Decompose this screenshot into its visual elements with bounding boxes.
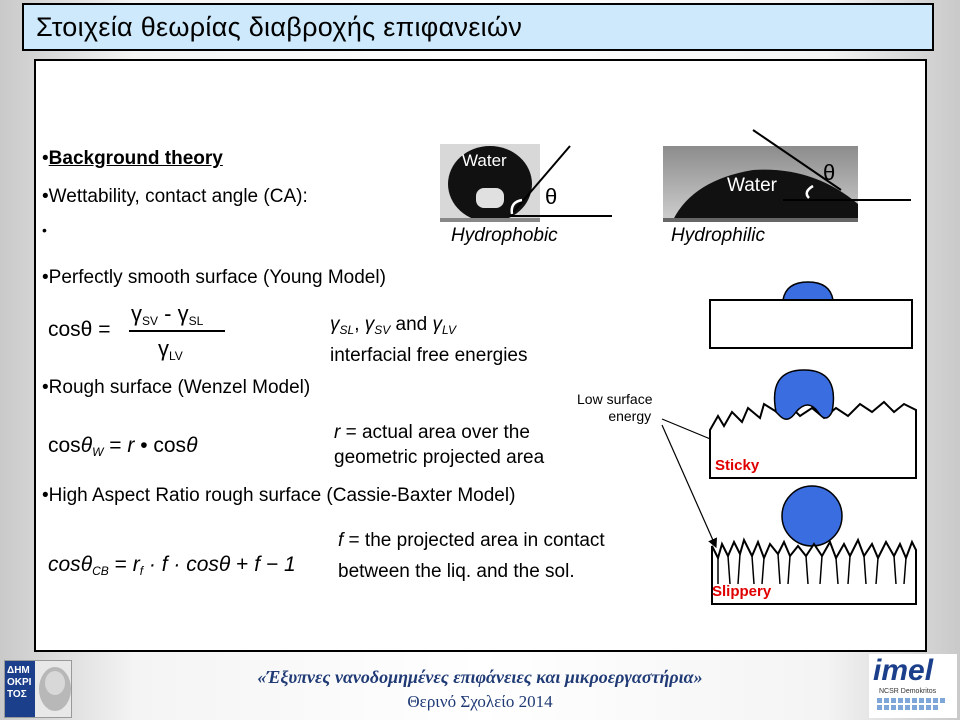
stray-bullet-dot: • <box>42 222 47 238</box>
cassie-equation: cosθCB = rf · f · cosθ + f − 1 <box>48 553 296 578</box>
young-fraction-bar <box>129 330 225 332</box>
imel-logo-subtext: NCSR Demokritos <box>879 688 937 695</box>
democritus-logo-text: ΔΗΜΟΚΡΙΤΟΣ <box>7 665 32 700</box>
bullet-cassie-model: •High Aspect Ratio rough surface (Cassie… <box>42 485 516 506</box>
background-theory-heading: Background theory <box>48 148 223 169</box>
theta-hydrophobic: θ <box>545 184 558 209</box>
wenzel-note: r = actual area over the geometric proje… <box>334 422 545 468</box>
cassie-slippery-diagram <box>708 484 920 606</box>
bullet-wettability: •Wettability, contact angle (CA): <box>42 186 308 207</box>
hydrophobic-photo <box>440 144 615 224</box>
imel-logo-text: imel <box>873 654 934 687</box>
sticky-label: Sticky <box>715 457 760 474</box>
footer-event-title: «Έξυπνες νανοδομημένες επιφάνειες και μι… <box>257 667 703 687</box>
imel-logo: imel NCSR Demokritos <box>869 654 957 718</box>
footer-event-subtitle: Θερινό Σχολείο 2014 <box>407 692 553 711</box>
theta-hydrophilic: θ <box>823 160 836 185</box>
wenzel-sticky-svg <box>709 369 917 479</box>
young-surface-diagram <box>708 280 914 352</box>
low-surface-energy-label: Low surface energy <box>577 391 653 424</box>
bullet-wenzel-model: •Rough surface (Wenzel Model) <box>42 377 311 398</box>
slippery-label: Slippery <box>712 583 772 600</box>
wenzel-sticky-diagram <box>708 368 920 480</box>
young-equation-lhs: cosθ = <box>48 318 111 341</box>
young-equation-denominator: γLV <box>158 336 183 363</box>
bullet-background-theory: •Background theory <box>42 148 223 169</box>
hydrophilic-photo-svg <box>663 129 911 222</box>
slide-title: Στοιχεία θεωρίας διαβροχής επιφανειών <box>22 3 934 51</box>
young-equation-numerator: γSV - γSL <box>131 301 204 328</box>
imel-logo-grid <box>877 698 945 710</box>
young-note: γSL, γSV and γLV interfacial free energi… <box>330 314 528 366</box>
democritus-logo-svg <box>5 661 71 717</box>
young-surface-svg <box>709 281 913 349</box>
cassie-slippery-svg <box>711 485 917 605</box>
hydrophilic-photo <box>663 128 913 224</box>
bullet-young-model: •Perfectly smooth surface (Young Model) <box>42 267 386 288</box>
hydrophobic-caption: Hydrophobic <box>451 225 558 246</box>
water-label-hydrophilic: Water <box>727 175 777 196</box>
water-label-hydrophobic: Water <box>462 151 507 170</box>
hydrophilic-caption: Hydrophilic <box>671 225 765 246</box>
hydrophobic-photo-svg <box>440 144 612 222</box>
cassie-note: f = the projected area in contact betwee… <box>338 530 605 582</box>
democritus-logo: ΔΗΜΟΚΡΙΤΟΣ <box>4 660 72 718</box>
wenzel-equation: cosθW = r • cosθ <box>48 434 198 459</box>
